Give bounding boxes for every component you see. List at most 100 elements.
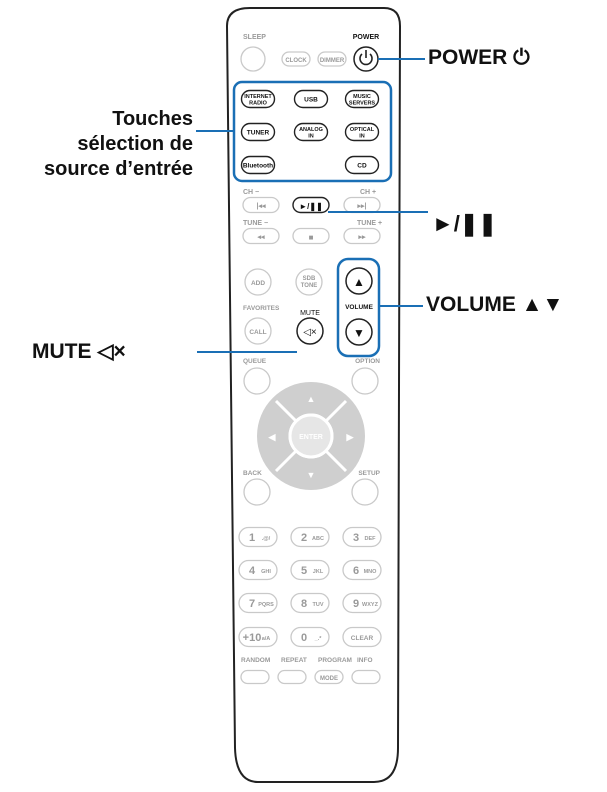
num3-digit: 3 <box>353 532 359 544</box>
mute-icon: ◁× <box>303 327 317 338</box>
callout-source-line-1: Touches <box>112 108 193 130</box>
num8-digit: 8 <box>301 598 307 610</box>
dpad-right-icon: ▶ <box>346 432 355 442</box>
callout-source-selection: Touches sélection de source d’entrée <box>0 107 193 182</box>
plus10-letters: a/A <box>262 636 271 642</box>
num2-letters: ABC <box>312 536 324 542</box>
rewind-icon: ◂◂ <box>256 234 265 241</box>
dimmer-button: DIMMER <box>317 51 347 67</box>
cd-button-label: CD <box>357 163 367 170</box>
internet-radio-button-label-1: INTERNET <box>244 94 272 100</box>
next-icon: ▸▸| <box>357 203 367 210</box>
play-pause-button: ►/❚❚ <box>292 196 330 214</box>
music-servers-button-label-1: MUSIC <box>353 94 371 100</box>
next-button: ▸▸| <box>343 196 381 214</box>
callout-play-pause: ►/❚❚ <box>432 211 497 236</box>
option-label: OPTION <box>355 358 380 365</box>
info-label: INFO <box>357 657 373 664</box>
callout-source-line-2: sélection de <box>77 133 193 155</box>
num2-digit: 2 <box>301 532 307 544</box>
cd-button: CD <box>344 155 380 175</box>
forward-button: ▸▸ <box>343 227 381 245</box>
sdb-label: SDB <box>303 276 316 282</box>
num1-button: 1.@/ <box>238 526 278 548</box>
volume-label: VOLUME <box>345 304 373 311</box>
callout-power: POWER ⏻ <box>428 46 530 69</box>
num6-letters: MNO <box>364 569 378 575</box>
dpad-up-icon: ▲ <box>307 394 316 404</box>
tune-plus-label: TUNE + <box>357 220 382 227</box>
num7-letters: PQRS <box>258 602 274 608</box>
volume-down-button: ▼ <box>345 318 373 346</box>
setup-button <box>351 478 379 506</box>
tuner-button-label: TUNER <box>247 130 270 137</box>
dpad: ENTER▲▼◀▶ENTER <box>257 382 365 490</box>
ch-minus-label: CH − <box>243 189 259 196</box>
ch-plus-label: CH + <box>360 189 376 196</box>
clear-label: CLEAR <box>351 635 374 642</box>
power-label: POWER <box>353 34 379 41</box>
mute-button: ◁× <box>296 317 324 345</box>
callout-mute: MUTE ◁× <box>32 340 126 363</box>
num4-digit: 4 <box>249 565 256 577</box>
volume-up-button: ▲ <box>345 267 373 295</box>
volume-down-icon: ▼ <box>353 326 365 340</box>
back-label: BACK <box>243 470 262 477</box>
sleep-button <box>240 46 266 72</box>
num5-letters: JKL <box>313 569 324 575</box>
random-button <box>240 669 270 685</box>
queue-button <box>243 367 271 395</box>
plus10-digit: +10 <box>243 632 262 644</box>
usb-button-label: USB <box>304 97 318 104</box>
analog-in-button-label-2: IN <box>308 134 314 140</box>
back-button <box>243 478 271 506</box>
prev-button: |◂◂ <box>242 196 280 214</box>
enter-label-face: ENTER <box>299 434 323 441</box>
sleep-label: SLEEP <box>243 34 266 41</box>
program-label: PROGRAM <box>318 657 352 664</box>
setup-label: SETUP <box>358 470 380 477</box>
random-label: RANDOM <box>241 657 270 664</box>
play-pause-icon: ►/❚❚ <box>299 202 323 212</box>
option-button <box>351 367 379 395</box>
stop-button: ■ <box>292 227 330 245</box>
add-button: ADD <box>244 268 272 296</box>
num0-letters: _.* <box>314 636 323 642</box>
prev-icon: |◂◂ <box>257 203 266 210</box>
forward-icon: ▸▸ <box>357 234 366 241</box>
internet-radio-button-label-2: RADIO <box>249 101 267 107</box>
enter-button-face <box>288 413 334 459</box>
optical-in-button-label-2: IN <box>359 134 365 140</box>
dpad-left-icon: ◀ <box>268 432 277 442</box>
dimmer-label: DIMMER <box>320 58 345 64</box>
clear-button: CLEAR <box>342 626 382 648</box>
num9-letters: WXYZ <box>362 602 379 608</box>
tuner-button: TUNER <box>240 122 276 142</box>
callout-volume: VOLUME ▲▼ <box>426 293 564 316</box>
num8-letters: TUV <box>313 602 324 608</box>
num9-digit: 9 <box>353 598 359 610</box>
favorites-label: FAVORITES <box>243 305 280 312</box>
num4-letters: GHI <box>261 569 271 575</box>
volume-group-highlight <box>336 257 381 358</box>
tune-minus-label: TUNE − <box>243 220 268 227</box>
info-button <box>351 669 381 685</box>
add-label: ADD <box>251 280 265 287</box>
num2-button: 2 ABC <box>290 526 330 548</box>
num5-digit: 5 <box>301 565 307 577</box>
clock-button: CLOCK <box>281 51 311 67</box>
optical-in-button-label-1: OPTICAL <box>350 127 375 133</box>
power-button <box>353 46 379 72</box>
mode-label: MODE <box>320 676 338 682</box>
rewind-button: ◂◂ <box>242 227 280 245</box>
num5-button: 5 JKL <box>290 559 330 581</box>
repeat-label: REPEAT <box>281 657 307 664</box>
num7-digit: 7 <box>249 598 255 610</box>
